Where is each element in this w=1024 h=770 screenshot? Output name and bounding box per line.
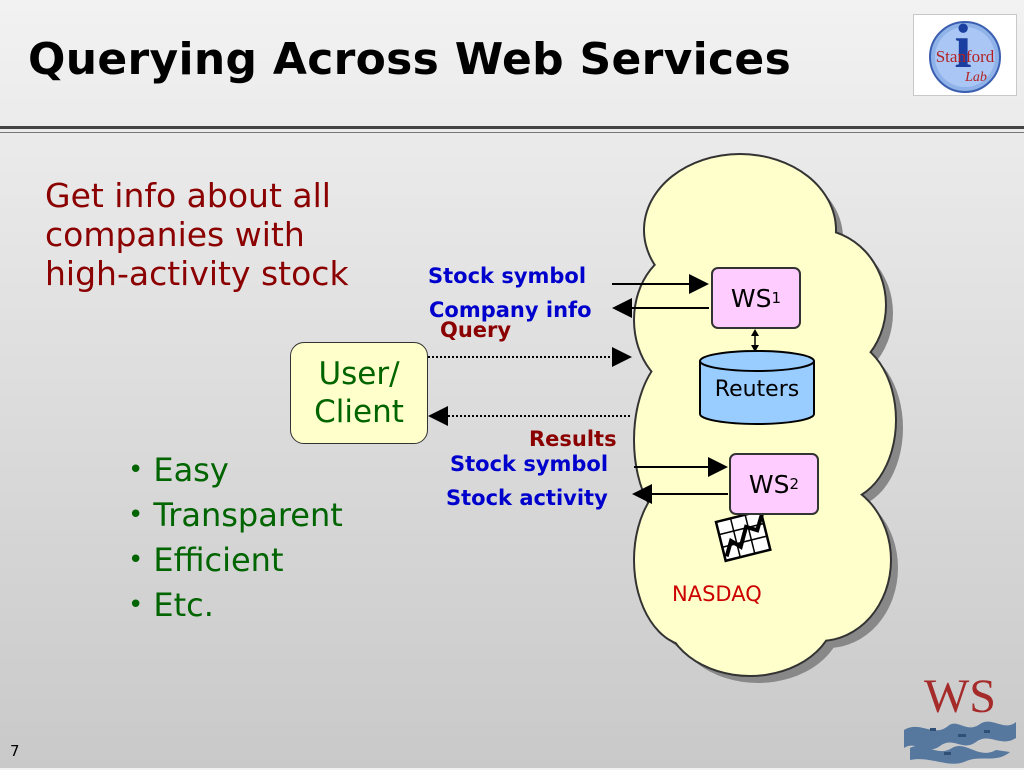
page-number: 7 (10, 742, 20, 760)
ws1-name: WS (730, 283, 772, 313)
reuters-database-icon (699, 350, 815, 425)
logo-letter: i (954, 15, 971, 81)
results-label: Results (529, 427, 617, 451)
ws2-input-label: Stock symbol (450, 452, 609, 476)
slide-title: Querying Across Web Services (28, 34, 792, 85)
logo-line2: Lab (964, 70, 987, 85)
bullet-item: Easy (128, 448, 343, 493)
chart-icon (714, 498, 772, 563)
ws1-sub: 1 (771, 289, 782, 307)
user-client-box: User/ Client (290, 342, 428, 444)
intro-line: high-activity stock (45, 254, 349, 293)
query-label: Query (440, 318, 512, 342)
intro-line: companies with (45, 215, 305, 254)
intro-text: Get info about all companies with high-a… (45, 176, 349, 293)
bullet-item: Transparent (128, 493, 342, 538)
client-line: User/ (318, 356, 400, 392)
reuters-label: Reuters (714, 377, 800, 402)
ws1-input-label: Stock symbol (428, 264, 587, 288)
bullet-list: Easy Transparent Efficient Etc. (128, 448, 343, 628)
logo-line1: Stanford (936, 47, 995, 66)
ws2-sub: 2 (789, 475, 800, 493)
title-divider-thin (0, 132, 1024, 133)
ws1-output-label: Company info (429, 298, 592, 322)
client-line: Client (314, 394, 404, 430)
ws2-output-label: Stock activity (446, 486, 608, 510)
bullet-item: Efficient (128, 538, 343, 583)
nasdaq-label: NASDAQ (672, 582, 762, 606)
ws-logo-text: WS (924, 670, 996, 723)
ws2-name: WS (748, 469, 790, 499)
ws-logo: WS (900, 668, 1020, 766)
stanford-lab-logo: i Stanford Lab (913, 13, 1017, 96)
title-divider (0, 126, 1024, 129)
bullet-item: Etc. (128, 583, 343, 628)
intro-line: Get info about all (45, 176, 331, 215)
